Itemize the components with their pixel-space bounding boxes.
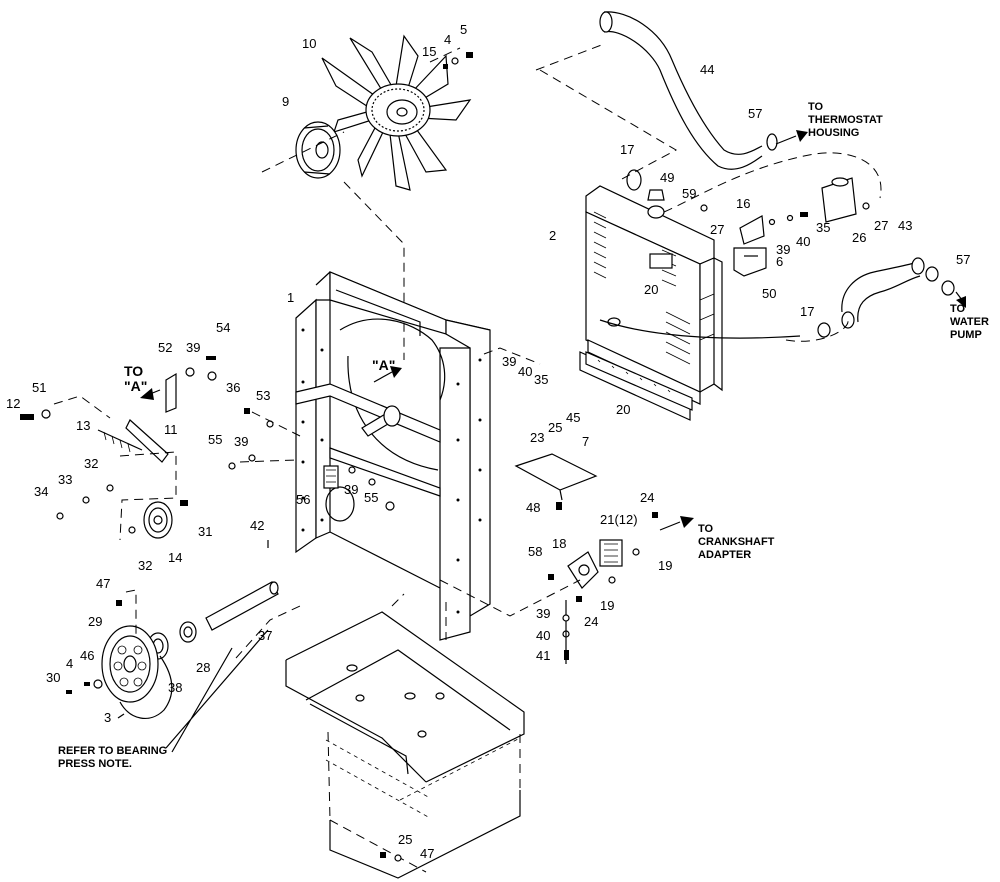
callout-labels: 1 2 3 4 4 5 6 7 9 10 11 12 13 14 15 16 1… [6,22,970,861]
callout-47: 47 [420,846,434,861]
callout-27: 27 [710,222,724,237]
callout-6: 6 [776,254,783,269]
tensioner-assembly [20,356,301,541]
engine-frame [285,593,525,879]
callout-48: 48 [526,500,540,515]
callout-16: 16 [736,196,750,211]
drive-shaft-assembly [66,347,581,753]
crankshaft-note: TO CRANKSHAFT ADAPTER [698,523,777,561]
callout-47: 47 [96,576,110,591]
callout-1: 1 [287,290,294,305]
callout-37: 37 [258,628,272,643]
fan-assembly [261,34,473,360]
callout-36: 36 [226,380,240,395]
callout-35: 35 [816,220,830,235]
callout-46: 46 [80,648,94,663]
callout-52: 52 [158,340,172,355]
callout-40: 40 [536,628,550,643]
callout-24: 24 [640,490,654,505]
callout-39: 39 [536,606,550,621]
callout-28: 28 [196,660,210,675]
callout-32: 32 [84,456,98,471]
callout-20: 20 [616,402,630,417]
callout-39: 39 [234,434,248,449]
callout-9: 9 [282,94,289,109]
callout-5: 5 [460,22,467,37]
water-pump-note: TO WATER PUMP [950,303,992,341]
arrows [140,130,966,531]
callout-13: 13 [76,418,90,433]
callout-4: 4 [66,656,73,671]
radiator [579,152,882,421]
callout-15: 15 [422,44,436,59]
callout-7: 7 [582,434,589,449]
callout-57: 57 [956,252,970,267]
callout-4: 4 [444,32,451,47]
thermostat-note: TO THERMOSTAT HOUSING [808,101,886,139]
callout-44: 44 [700,62,714,77]
callout-35: 35 [534,372,548,387]
callout-39: 39 [344,482,358,497]
callout-24: 24 [584,614,598,629]
callout-41: 41 [536,648,550,663]
callout-40: 40 [518,364,532,379]
callout-25: 25 [548,420,562,435]
callout-49: 49 [660,170,674,185]
callout-31: 31 [198,524,212,539]
callout-40: 40 [796,234,810,249]
callout-25: 25 [398,832,412,847]
callout-23: 23 [530,430,544,445]
callout-27: 27 [874,218,888,233]
callout-2: 2 [549,228,556,243]
view-a-label: "A" [372,357,395,373]
callout-21-12: 21(12) [600,512,638,527]
callout-29: 29 [88,614,102,629]
callout-43: 43 [898,218,912,233]
callout-30: 30 [46,670,60,685]
callout-18: 18 [552,536,566,551]
callout-42: 42 [250,518,264,533]
callout-26: 26 [852,230,866,245]
callout-50: 50 [762,286,776,301]
callout-39: 39 [186,340,200,355]
callout-55: 55 [208,432,222,447]
callout-32: 32 [138,558,152,573]
callout-3: 3 [104,710,111,725]
to-a-note: TO "A" [124,363,147,394]
callout-55: 55 [364,490,378,505]
callout-10: 10 [302,36,316,51]
callout-19: 19 [658,558,672,573]
bearing-press-note: REFER TO BEARING PRESS NOTE. [58,745,170,770]
callout-53: 53 [256,388,270,403]
callout-54: 54 [216,320,230,335]
callout-56: 56 [296,492,310,507]
callout-39: 39 [776,242,790,257]
hoses [535,11,955,342]
plate-and-adapter [514,453,658,664]
callout-17: 17 [800,304,814,319]
callout-51: 51 [32,380,46,395]
lower-bar [585,351,693,411]
callout-39: 39 [502,354,516,369]
note-labels: TO THERMOSTAT HOUSING TO WATER PUMP TO C… [58,101,992,770]
radiator-frame [295,271,491,641]
callout-33: 33 [58,472,72,487]
callout-12: 12 [6,396,20,411]
callout-57: 57 [748,106,762,121]
callout-59: 59 [682,186,696,201]
callout-38: 38 [168,680,182,695]
callout-20: 20 [644,282,658,297]
callout-14: 14 [168,550,182,565]
callout-17: 17 [620,142,634,157]
callout-58: 58 [528,544,542,559]
callout-19: 19 [600,598,614,613]
callout-11: 11 [164,422,178,437]
callout-34: 34 [34,484,48,499]
callout-45: 45 [566,410,580,425]
